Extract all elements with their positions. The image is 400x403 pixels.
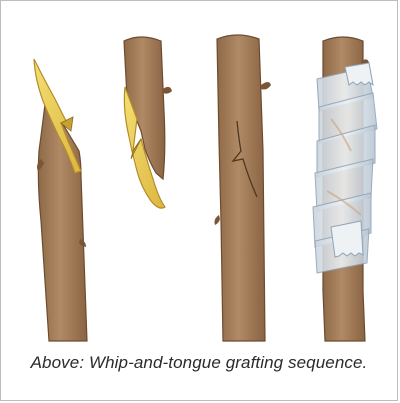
joined-bud: [214, 215, 220, 225]
caption-lead: Above: [30, 353, 80, 372]
joined-stem: [216, 34, 266, 342]
stage-3-joined: [214, 34, 271, 342]
stage-1-stock-cut: [33, 58, 88, 342]
stock-bud: [79, 239, 86, 247]
stage-2-scion-cut: [123, 36, 172, 209]
figure-caption: Above: Whip-and-tongue grafting sequence…: [1, 353, 397, 373]
scion-tongue: [130, 138, 142, 160]
stock-cut-face: [33, 58, 82, 174]
joined-bud: [261, 82, 271, 90]
caption-text: Whip-and-tongue grafting sequence.: [88, 353, 368, 372]
scion-bud: [163, 86, 172, 94]
joined-graft-line: [231, 120, 258, 198]
grafting-tape: [312, 62, 378, 274]
stage-4-wrapped: [312, 36, 378, 342]
stock-bud: [37, 159, 44, 171]
stock-tongue: [60, 116, 74, 132]
grafting-illustration: [33, 34, 378, 342]
caption-separator: :: [79, 353, 89, 372]
